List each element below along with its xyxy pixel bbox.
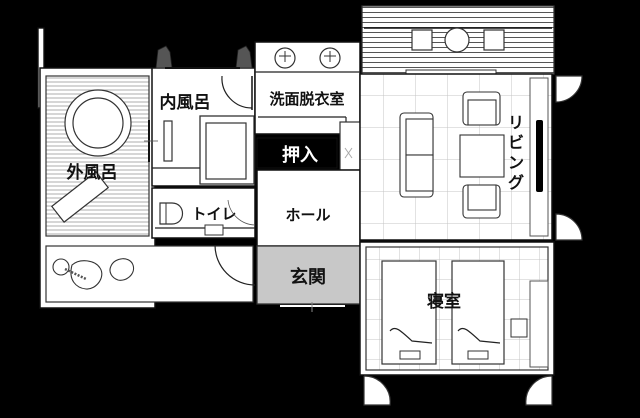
sink-small-icon: [204, 224, 224, 236]
window-door-icon: [555, 213, 583, 241]
svg-text:グ: グ: [508, 173, 524, 192]
toilet-icon: [159, 202, 184, 225]
stepping-stones-icon: [52, 258, 135, 290]
svg-text:ン: ン: [508, 153, 524, 172]
terrace: [361, 5, 555, 77]
armchair-icon: [462, 91, 501, 126]
toilet-label: トイレ: [191, 205, 236, 223]
outdoor-bath-label: 外風呂: [67, 162, 118, 183]
terrace-chair-icon: [483, 29, 505, 51]
hall: ホール: [256, 169, 394, 247]
sofa-icon: [399, 112, 434, 198]
tv-icon: [536, 120, 543, 192]
coffee-table-icon: [459, 134, 505, 178]
closet: 押入: [256, 121, 361, 171]
nightstand-icon: [510, 318, 528, 338]
wardrobe: [529, 280, 549, 368]
indoor-bath-label: 内風呂: [160, 92, 211, 113]
terrace-chair-icon: [411, 29, 433, 51]
hall-label: ホール: [285, 206, 330, 224]
bench-icon: [50, 171, 110, 223]
shower-icon: [163, 120, 173, 162]
closet-label: 押入: [282, 144, 318, 166]
svg-text:リ: リ: [508, 113, 524, 132]
window-door-icon: [525, 375, 553, 406]
bedroom-label: 寝室: [427, 291, 461, 312]
plant-icon: [155, 45, 253, 69]
bed-icon: [451, 260, 505, 365]
window-door-icon: [363, 375, 391, 406]
indoor-bath-room: 内風呂: [144, 45, 256, 187]
washroom: 洗面脱衣室: [254, 41, 361, 135]
bedroom: 寝室: [359, 241, 555, 406]
bed-icon: [381, 260, 437, 365]
washroom-label: 洗面脱衣室: [269, 90, 344, 108]
toilet-room: トイレ: [151, 187, 256, 286]
window-door-icon: [555, 75, 583, 103]
entrance-label: 玄関: [290, 266, 326, 288]
living-label: リ ビ ン グ: [508, 113, 524, 192]
terrace-table-icon: [444, 27, 470, 53]
svg-text:ビ: ビ: [508, 133, 524, 152]
living-room: リ ビ ン グ: [359, 73, 583, 241]
armchair-icon: [462, 184, 501, 219]
entrance: 玄関: [256, 245, 361, 312]
